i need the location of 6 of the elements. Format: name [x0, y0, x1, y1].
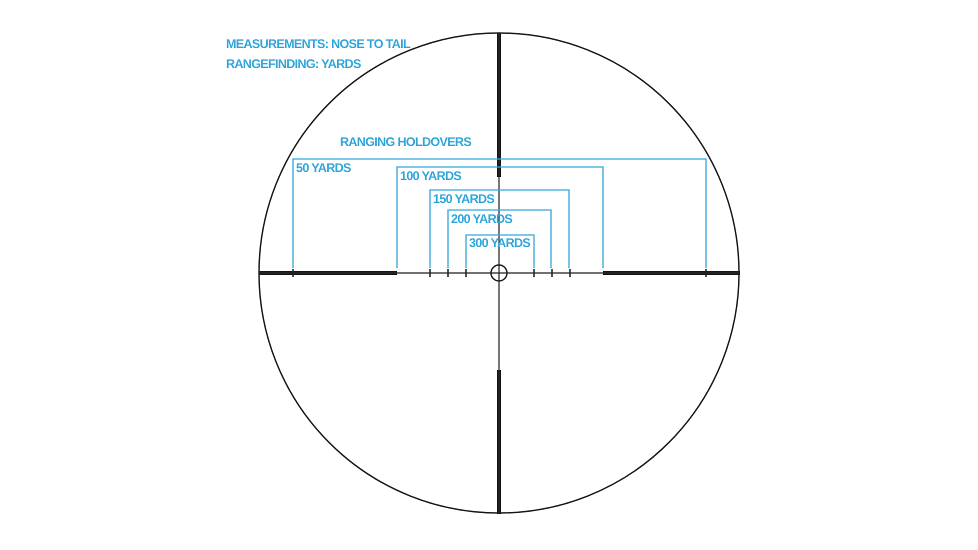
heading-text: RANGEFINDING: YARDS	[226, 56, 361, 72]
section-title: RANGING HOLDOVERS	[340, 134, 472, 150]
holdover-label: 150 YARDS	[433, 191, 494, 207]
heading-text: MEASUREMENTS: NOSE TO TAIL	[226, 36, 410, 52]
holdover-label: 50 YARDS	[296, 160, 351, 176]
holdover-label: 100 YARDS	[400, 168, 462, 184]
